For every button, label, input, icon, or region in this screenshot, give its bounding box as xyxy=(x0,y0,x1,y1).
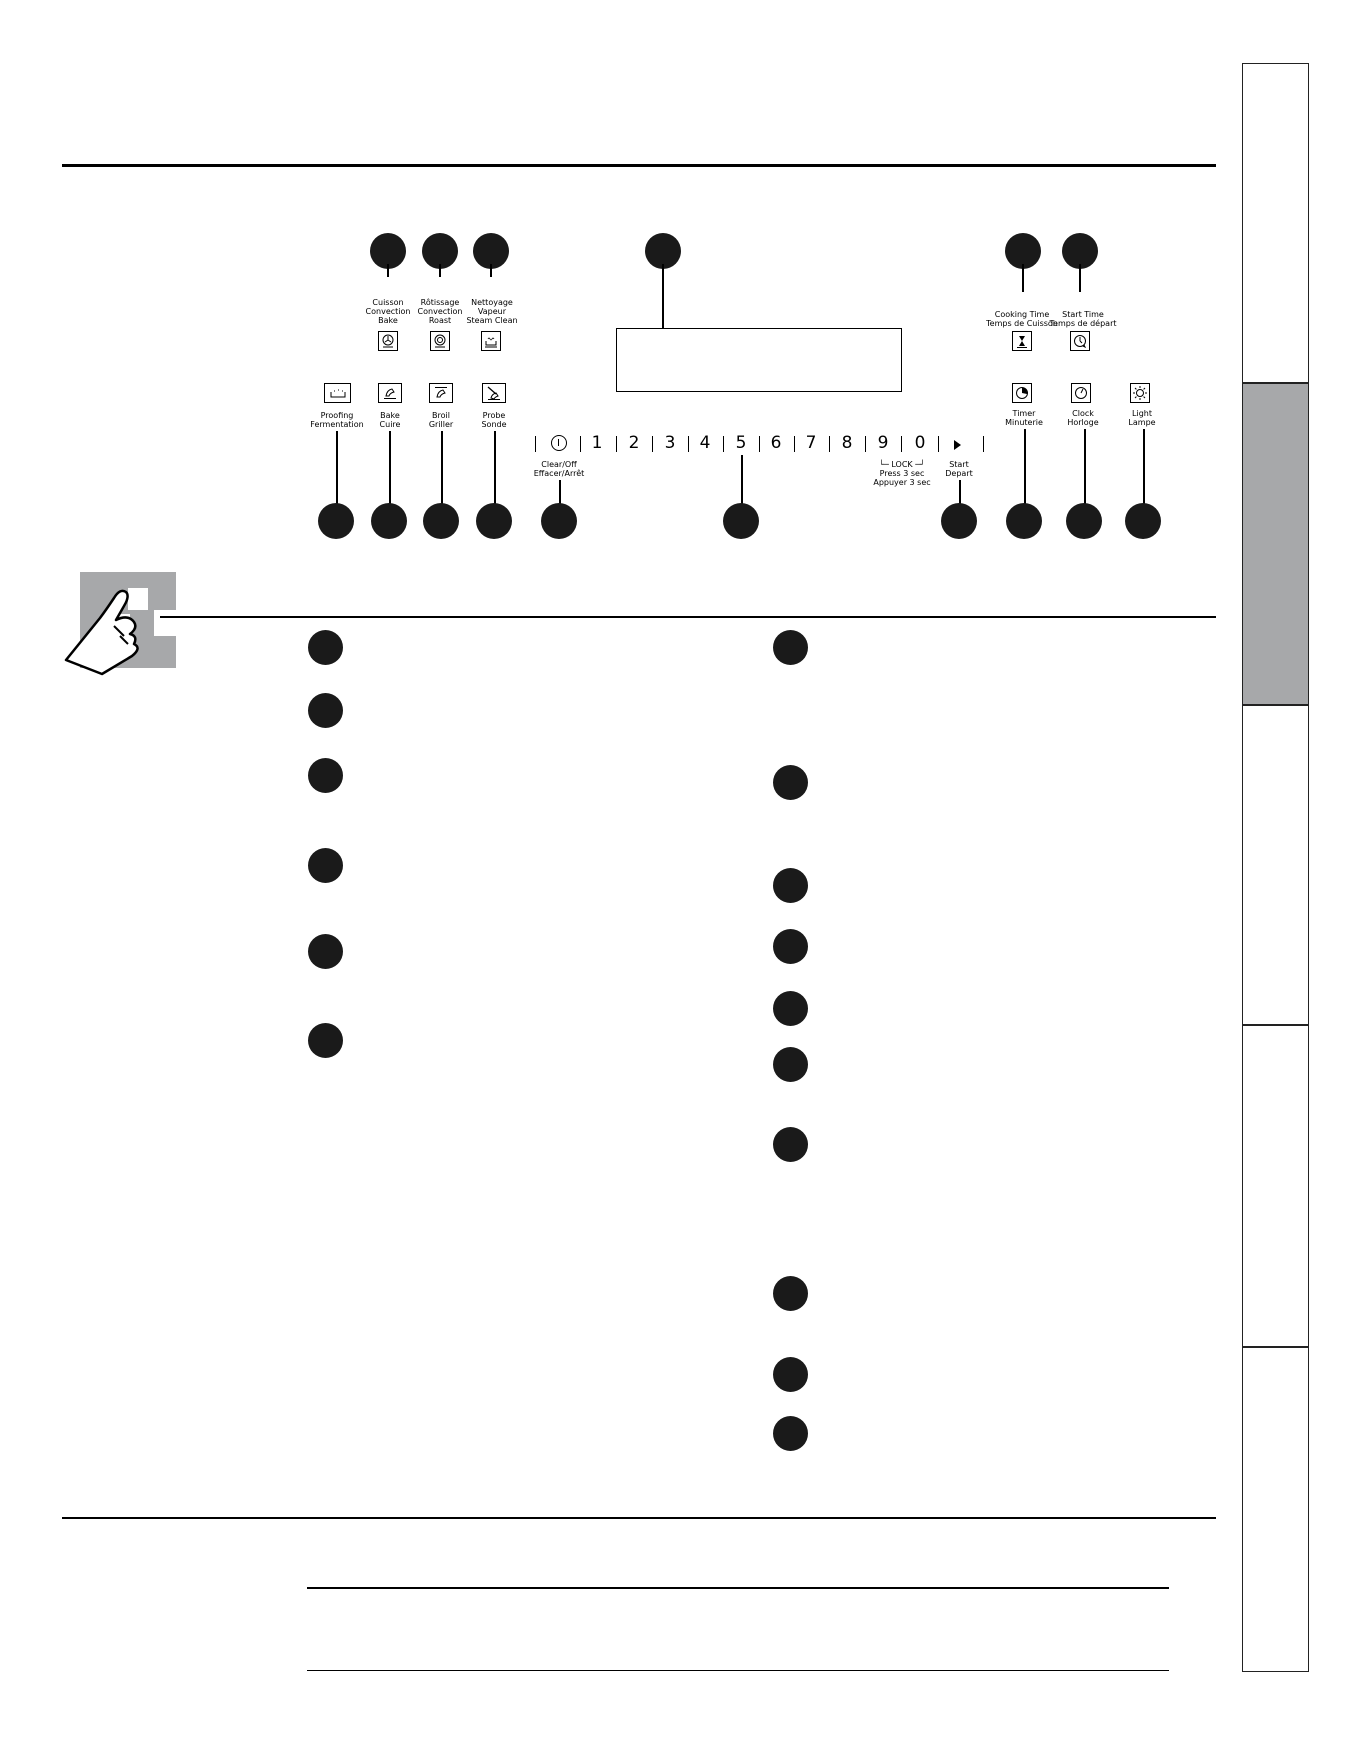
bake-icon xyxy=(384,388,396,399)
callout-dot-light xyxy=(1125,503,1161,539)
clock-arrow-icon xyxy=(1074,335,1087,349)
legend-dot xyxy=(308,1023,343,1058)
convection-bake-key[interactable] xyxy=(378,331,398,351)
digit-8-button[interactable]: 8 xyxy=(841,433,853,453)
power-icon xyxy=(558,439,560,446)
callout-dot-steam-clean xyxy=(473,233,509,269)
clear-off-button[interactable] xyxy=(551,435,567,451)
callout-dot-cooking-time xyxy=(1005,233,1041,269)
start-button[interactable] xyxy=(950,437,964,451)
digit-4-button[interactable]: 4 xyxy=(699,433,711,453)
legend-dot xyxy=(773,991,808,1026)
callout-dot-number-pad xyxy=(723,503,759,539)
callout-dot-proofing xyxy=(318,503,354,539)
clock-key[interactable] xyxy=(1071,383,1091,403)
play-icon xyxy=(954,440,961,450)
light-key[interactable] xyxy=(1130,383,1150,403)
roast-fan-icon xyxy=(434,334,446,348)
start-time-key[interactable] xyxy=(1070,331,1090,351)
proofing-key[interactable] xyxy=(324,383,351,403)
digit-2-button[interactable]: 2 xyxy=(628,433,640,453)
probe-icon xyxy=(487,386,500,400)
steam-icon xyxy=(485,337,497,348)
note-box-top-rule xyxy=(307,1587,1169,1589)
legend-dot xyxy=(308,848,343,883)
callout-dot-start-time xyxy=(1062,233,1098,269)
digit-9-button[interactable]: 9 xyxy=(877,433,889,453)
cooking-time-key[interactable] xyxy=(1012,331,1032,351)
legend-dot xyxy=(308,758,343,793)
callout-dot-start xyxy=(941,503,977,539)
legend-dot xyxy=(773,1357,808,1392)
dough-icon xyxy=(330,389,345,398)
legend-dot xyxy=(773,929,808,964)
section-rule xyxy=(160,616,1216,618)
section-tab-3[interactable] xyxy=(1242,705,1309,1025)
broil-icon xyxy=(435,387,447,398)
section-tab-2-active[interactable] xyxy=(1242,383,1309,705)
legend-dot xyxy=(773,1127,808,1162)
section-tab-1[interactable] xyxy=(1242,63,1309,383)
legend-dot xyxy=(773,868,808,903)
lightbulb-icon xyxy=(1133,386,1147,400)
digit-6-button[interactable]: 6 xyxy=(770,433,782,453)
legend-dot xyxy=(773,1047,808,1082)
digit-1-button[interactable]: 1 xyxy=(591,433,603,453)
clock-icon xyxy=(1075,387,1087,399)
digit-7-button[interactable]: 7 xyxy=(805,433,817,453)
callout-dot-probe xyxy=(476,503,512,539)
callout-dot-bake xyxy=(371,503,407,539)
hourglass-icon xyxy=(1017,336,1027,348)
display-window xyxy=(616,328,902,392)
callout-dot-convection-roast xyxy=(422,233,458,269)
section-tab-4[interactable] xyxy=(1242,1025,1309,1347)
legend-dot xyxy=(773,630,808,665)
callout-dot-timer xyxy=(1006,503,1042,539)
section-tab-5[interactable] xyxy=(1242,1347,1309,1672)
digit-5-button[interactable]: 5 xyxy=(735,433,747,453)
digit-3-button[interactable]: 3 xyxy=(664,433,676,453)
convection-roast-key[interactable] xyxy=(430,331,450,351)
hand-touch-icon xyxy=(58,570,178,680)
timer-key[interactable] xyxy=(1012,383,1032,403)
bake-key[interactable] xyxy=(378,383,402,403)
top-rule xyxy=(62,164,1216,167)
legend-dot xyxy=(308,934,343,969)
note-box-bottom-rule xyxy=(307,1670,1169,1671)
fan-icon xyxy=(382,334,394,348)
broil-key[interactable] xyxy=(429,383,453,403)
legend-dot xyxy=(773,765,808,800)
callout-dot-broil xyxy=(423,503,459,539)
legend-dot xyxy=(308,630,343,665)
callout-dot-clear-off xyxy=(541,503,577,539)
legend-dot xyxy=(308,693,343,728)
steam-clean-key[interactable] xyxy=(481,331,501,351)
callout-dot-convection-bake xyxy=(370,233,406,269)
legend-dot xyxy=(773,1276,808,1311)
digit-0-button[interactable]: 0 xyxy=(914,433,926,453)
probe-key[interactable] xyxy=(482,383,506,403)
legend-dot xyxy=(773,1416,808,1451)
callout-dot-display xyxy=(645,233,681,269)
callout-dot-clock xyxy=(1066,503,1102,539)
bottom-rule xyxy=(62,1517,1216,1519)
timer-icon xyxy=(1016,387,1028,399)
